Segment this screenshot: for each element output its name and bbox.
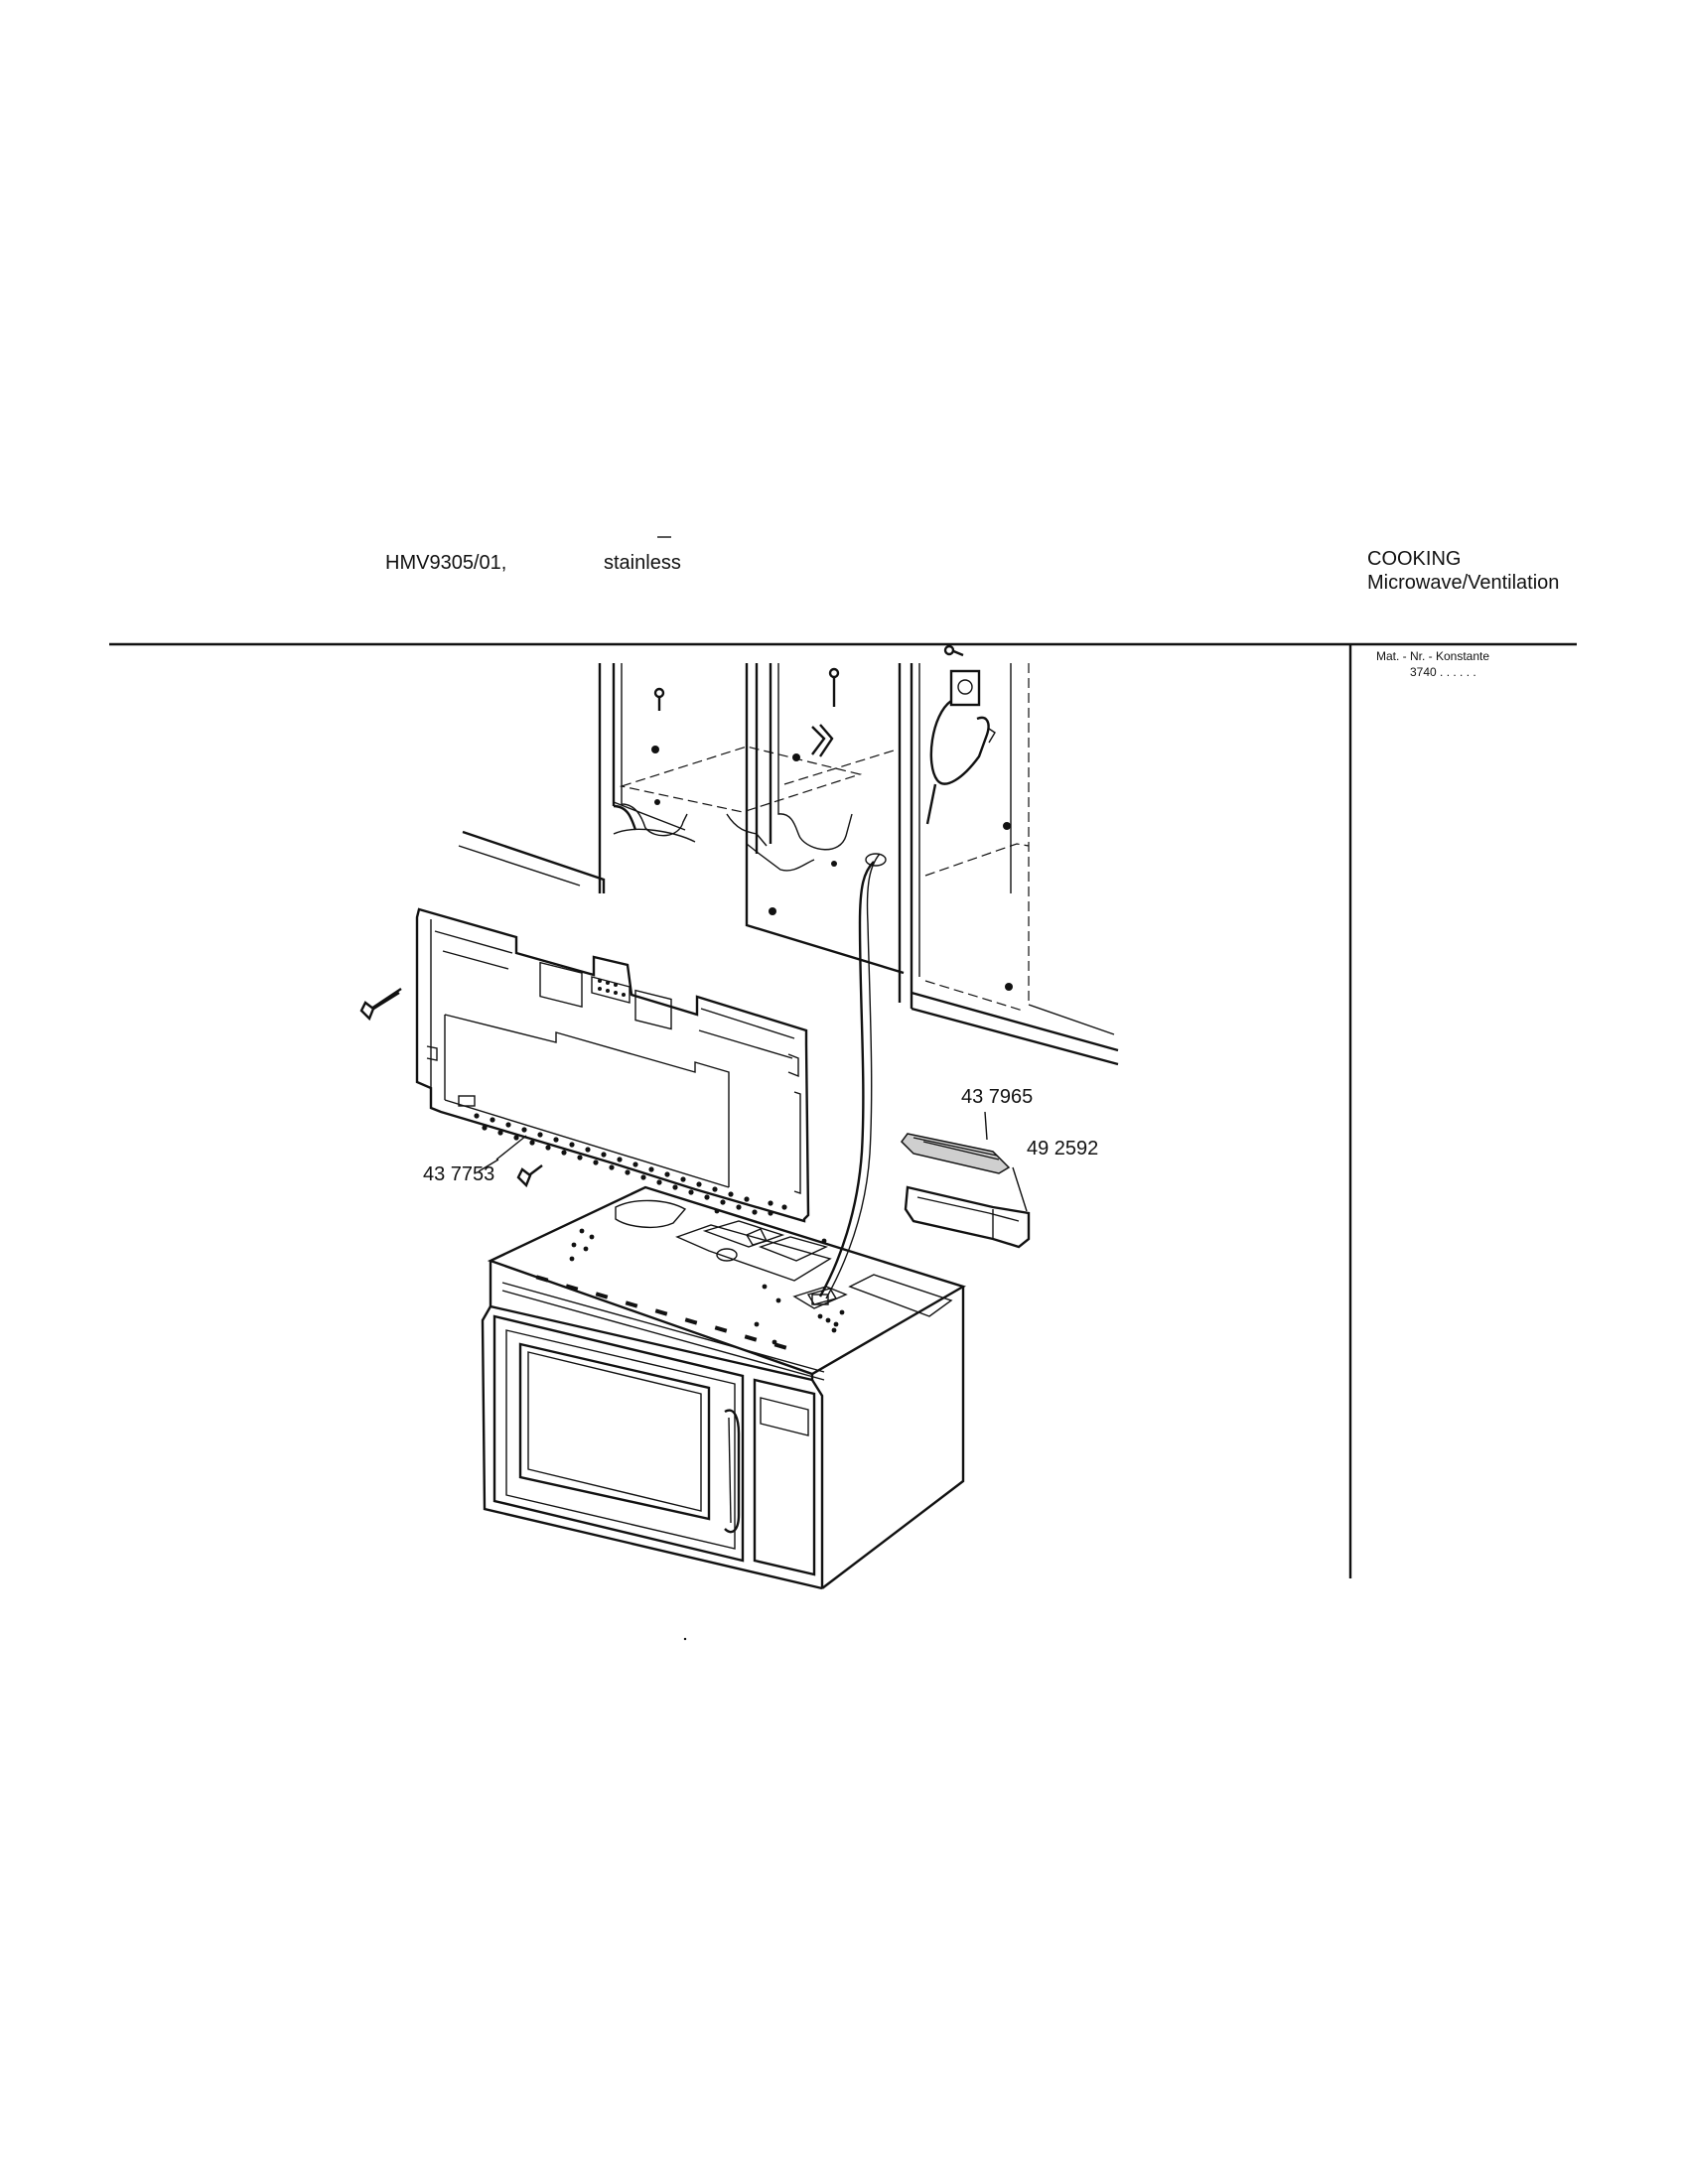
power-cord [818, 861, 875, 1297]
mounting-plate [415, 907, 810, 1223]
wall-cabinets [458, 644, 1119, 1066]
model-number: HMV9305/01, [385, 552, 507, 574]
category-label: COOKING [1367, 548, 1462, 570]
damper-housing-492592 [904, 1166, 1031, 1249]
callout-damper-housing: 49 2592 [1027, 1138, 1099, 1160]
material-number-label: Mat. - Nr. - Konstante [1376, 649, 1490, 663]
material-number-value: 3740 . . . . . . [1410, 665, 1476, 679]
finish-label: stainless [604, 552, 681, 574]
top-surface-holes [569, 1208, 845, 1345]
callout-damper-top: 43 7965 [961, 1086, 1034, 1108]
microwave-oven [481, 1185, 966, 1590]
callout-mounting-plate: 43 7753 [423, 1163, 495, 1185]
leader-mounting-plate [478, 1135, 527, 1172]
damper-top-437965 [901, 1111, 1011, 1174]
plate-hole-rows [474, 1113, 787, 1216]
mounting-screws [359, 988, 543, 1188]
subcategory-label: Microwave/Ventilation [1367, 572, 1560, 594]
